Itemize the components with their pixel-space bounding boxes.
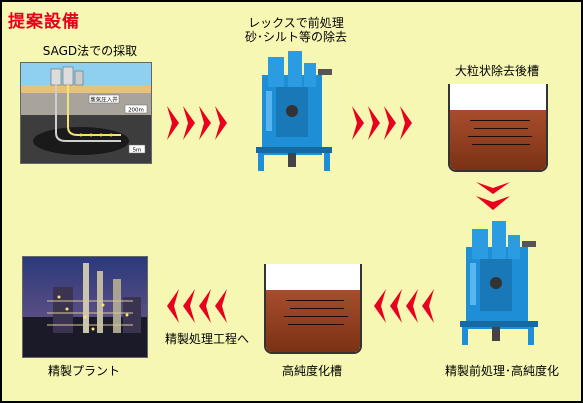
label-layer-top: 蒸気圧入井 [90,96,118,104]
flow-arrows-left-1 [167,289,227,323]
label-sagd: SAGD法での採取 [42,44,138,58]
label-lex-1: レックスで前処理 [248,16,344,30]
lex-machine-2 [460,221,538,345]
sagd-illustration: 蒸気圧入井 200m 5m [20,62,152,164]
label-depth-2: 5m [133,148,142,154]
flow-arrows-left-2 [374,289,434,323]
flow-arrows-down [476,182,510,210]
page-title: 提案設備 [8,12,80,32]
flow-arrows-right-1 [167,106,227,140]
label-high-purity-tank: 高純度化槽 [281,364,342,378]
large-particle-tank [448,84,548,172]
high-purity-tank [264,264,362,354]
label-lex-2: 砂･シルト等の除去 [244,30,347,44]
label-large-tank: 大粒状除去後槽 [454,64,539,78]
label-depth-1: 200m [128,108,144,114]
label-to-refining: 精製処理工程へ [164,332,249,346]
label-pre-process: 精製前処理･高純度化 [444,364,559,378]
flow-arrows-right-2 [352,106,412,140]
label-refinery: 精製プラント [47,364,120,378]
lex-machine-1 [256,51,332,171]
refinery-photo [22,256,148,358]
